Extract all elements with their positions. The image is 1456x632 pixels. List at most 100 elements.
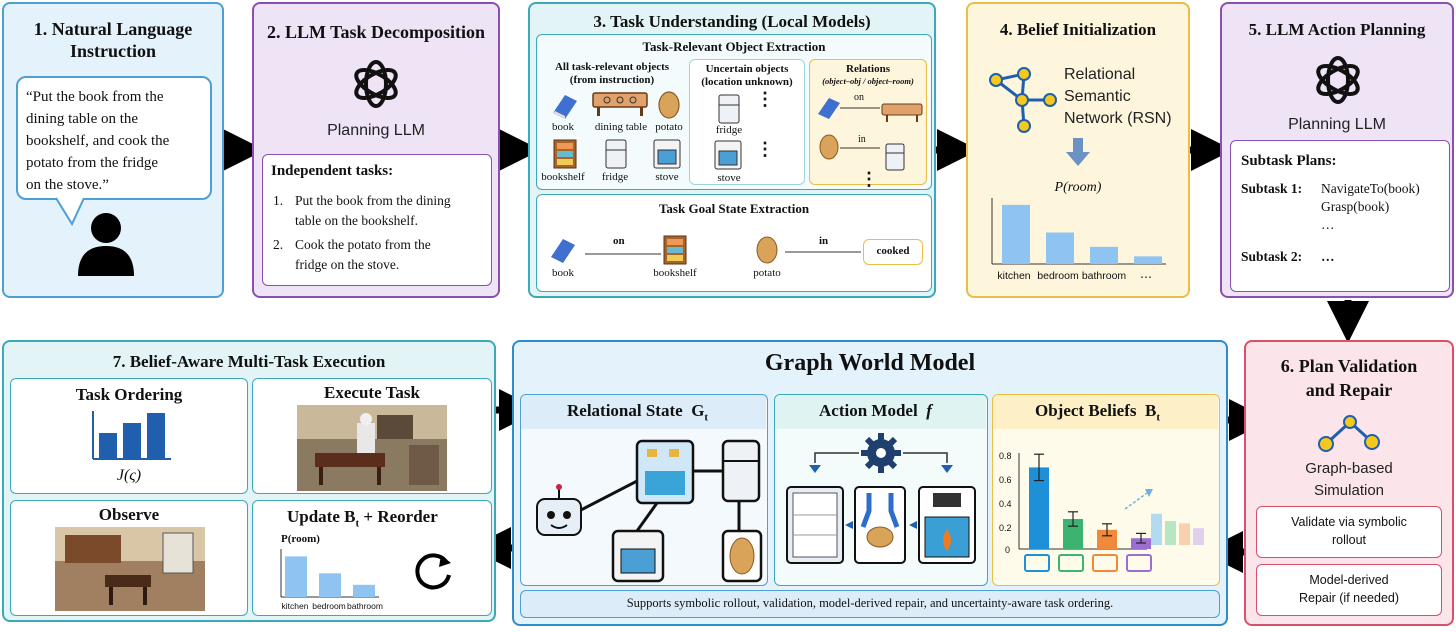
panel-3-title: 3. Task Understanding (Local Models): [593, 12, 871, 31]
gear-icon: [861, 433, 901, 473]
stove-icon: [714, 140, 742, 170]
projected-bar: [1165, 521, 1176, 545]
panel-graph-world-model: Graph World Model Relational State Gt: [512, 340, 1228, 626]
instruction-bubble: “Put the book from the dining table on t…: [16, 76, 212, 200]
openai-logo-icon: [354, 60, 398, 108]
bar: [1046, 232, 1074, 264]
planning-llm-label: Planning LLM: [1288, 116, 1386, 133]
planning-llm-label: Planning LLM: [327, 122, 425, 139]
goal-in-label: in: [819, 235, 829, 247]
belief-init-chart: [991, 198, 1166, 265]
panel-7-title: 7. Belief-Aware Multi-Task Execution: [112, 352, 386, 371]
panel-multi-task-execution: 7. Belief-Aware Multi-Task Execution Tas…: [2, 340, 496, 622]
relational-state-title: Relational State Gt: [567, 401, 709, 424]
observe-card: Observe: [10, 500, 248, 616]
validate-line: Validate via symbolic: [1291, 515, 1407, 529]
projection-arrow: [1124, 492, 1148, 510]
gwm-footer: Supports symbolic rollout, validation, m…: [520, 590, 1220, 618]
panel-5-title: 5. LLM Action Planning: [1248, 20, 1426, 39]
stove-state-icon: [918, 486, 976, 564]
bar: [1134, 256, 1162, 264]
bar: [1029, 467, 1049, 549]
y-tick: 0.6: [999, 475, 1012, 485]
bar-label: bedroom: [1037, 270, 1079, 282]
toilet-icon: [1126, 554, 1152, 572]
rsn-line: Relational: [1064, 66, 1136, 83]
bar: [1090, 246, 1118, 264]
task-1-line: Put the book from the dining: [295, 193, 451, 208]
potato-icon: [658, 91, 680, 119]
sofa-icon: [1092, 554, 1118, 572]
execute-title: Execute Task: [324, 383, 420, 402]
bookshelf-icon: [663, 235, 687, 265]
action-model-title: Action Model f: [819, 401, 932, 420]
quote-line: bookshelf, and cook the: [26, 133, 170, 149]
bubble-tail-icon: [55, 197, 85, 227]
relations-column: Relations (object–obj / object–room) on …: [809, 59, 927, 189]
bar: [285, 556, 307, 597]
user-icon: [78, 213, 134, 276]
independent-tasks-box: Independent tasks: 1. Put the book from …: [262, 154, 492, 286]
task-2-line: Cook the potato from the: [295, 237, 431, 252]
subtask-step: Grasp(book): [1321, 199, 1390, 214]
col2-title: Uncertain objects: [705, 63, 789, 75]
subtask-step: NavigateTo(book): [1321, 181, 1420, 196]
bar: [353, 584, 375, 597]
y-tick: 0.8: [999, 451, 1012, 461]
network-graph-icon: [989, 67, 1057, 133]
book-icon: [553, 95, 577, 119]
object-extraction-box: Task-Relevant Object Extraction All task…: [536, 34, 932, 190]
book-icon: [551, 239, 575, 263]
potato-icon: [819, 134, 839, 160]
subtask-2-label: Subtask 2:: [1241, 249, 1303, 264]
panel-2-title: 2. LLM Task Decomposition: [266, 22, 486, 42]
subtask-step: …: [1321, 249, 1335, 264]
goal-label: potato: [753, 267, 781, 279]
task-2-line: fridge on the stove.: [295, 257, 400, 272]
goal-in-line: [785, 251, 861, 253]
projected-bar: [1193, 528, 1204, 545]
ellipsis-icon: ⋮: [860, 169, 878, 189]
robot-icon: [536, 484, 582, 536]
rsn-line: Network (RSN): [1064, 110, 1172, 127]
down-arrow-icon: [1066, 138, 1090, 166]
bar-label: bathroom: [347, 601, 383, 611]
panel-6-title-line2: and Repair: [1305, 380, 1393, 400]
validate-box: Validate via symbolic rollout: [1256, 506, 1442, 558]
col3-title: Relations: [846, 63, 890, 75]
observe-scene-image: [55, 527, 205, 611]
panel-1-title: 1. Natural Language Instruction: [33, 19, 193, 61]
potato-node-icon: [721, 529, 763, 583]
repair-box: Model-derived Repair (if needed): [1256, 564, 1442, 616]
uncertain-label: stove: [717, 172, 741, 184]
dining-icon: [1058, 554, 1084, 572]
quote-line: dining table on the: [26, 111, 139, 127]
repair-line: Repair (if needed): [1298, 591, 1400, 605]
bar: [1002, 204, 1030, 264]
update-belief-chart: [280, 549, 379, 598]
obj-label: book: [552, 121, 574, 133]
goal-on-line: [585, 253, 661, 255]
sim-line: Graph-based: [1305, 460, 1393, 477]
update-reorder-card: Update Bt + Reorder P(room) kitchen bedr…: [252, 500, 492, 616]
extraction-title: Task-Relevant Object Extraction: [642, 39, 826, 54]
obj-label: dining table: [594, 121, 648, 133]
relation-in-line: [840, 143, 905, 171]
quote-line: potato from the fridge: [26, 155, 159, 171]
execute-task-card: Execute Task: [252, 378, 492, 494]
bar: [1097, 529, 1117, 549]
bar-label: bedroom: [312, 601, 346, 611]
relation-in-label: in: [858, 134, 866, 145]
cooked-state-badge: cooked: [863, 239, 923, 265]
ellipsis-icon: ⋮: [756, 89, 774, 109]
ellipsis-icon: ⋮: [756, 139, 774, 159]
uncertain-label: fridge: [715, 124, 743, 136]
y-tick: 0: [1005, 545, 1011, 555]
relational-graph: [536, 439, 763, 583]
book-icon: [818, 98, 840, 119]
task-2-number: 2.: [273, 237, 284, 252]
object-beliefs-chart: [1018, 453, 1204, 572]
kitchen-node-icon: [635, 439, 695, 505]
refresh-icon: [415, 553, 451, 590]
update-title: Update Bt + Reorder: [287, 507, 438, 530]
